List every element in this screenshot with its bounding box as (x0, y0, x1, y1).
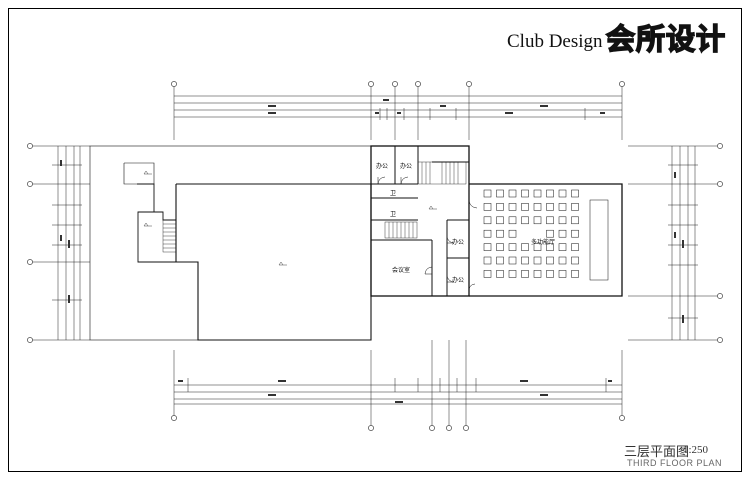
seat (521, 256, 529, 265)
seat (571, 189, 579, 198)
seat (521, 243, 529, 251)
seat (558, 243, 567, 251)
seat (558, 229, 567, 238)
seat (558, 216, 567, 225)
seat (533, 216, 542, 225)
seat (508, 216, 517, 225)
axis-bubbles (27, 81, 723, 431)
seat (558, 189, 567, 198)
seat (533, 203, 542, 211)
seat (546, 270, 554, 278)
seat (533, 256, 542, 265)
seat (558, 270, 567, 278)
doors (377, 176, 478, 291)
seat (546, 256, 554, 265)
seat (546, 229, 554, 238)
seat (496, 270, 504, 278)
title-chinese: 会所设计 (605, 21, 727, 57)
room-label-multifunction-hall: 多功能厅 (531, 238, 555, 246)
plan-scale: 1:250 (683, 444, 709, 456)
plan-title-chinese: 三层平面图 (624, 445, 690, 460)
seat (496, 203, 504, 211)
seat (483, 229, 492, 238)
seat (558, 256, 567, 265)
seat (483, 256, 492, 265)
seat (546, 189, 554, 198)
room-label-office: 办公 (376, 162, 388, 170)
plan-title-english: THIRD FLOOR PLAN (627, 458, 723, 468)
stage (589, 199, 609, 281)
seat (508, 243, 517, 251)
seat (571, 256, 579, 265)
seat (508, 229, 517, 238)
seat (558, 203, 567, 211)
seat (508, 203, 517, 211)
seat (546, 216, 554, 225)
building-outline (89, 145, 623, 341)
room-label-toilet: 卫 (390, 190, 396, 197)
seat (496, 216, 504, 225)
seat (571, 229, 579, 238)
seat (483, 189, 492, 198)
room-label-office: 办公 (400, 162, 412, 170)
bottom-dimensions (173, 340, 623, 428)
seat (571, 270, 579, 278)
seat (496, 229, 504, 238)
seat (521, 216, 529, 225)
seat (508, 189, 517, 198)
seat (483, 243, 492, 251)
sheet-border (8, 8, 742, 472)
seat (571, 216, 579, 225)
seat (546, 243, 554, 251)
seat (521, 189, 529, 198)
title-english: Club Design (507, 31, 603, 52)
room-label-office: 办公 (452, 276, 464, 284)
hall-seating (483, 189, 579, 278)
seat (496, 256, 504, 265)
dimension-marks (60, 99, 684, 403)
room-label-meeting-room: 会议室 (392, 266, 410, 274)
seat (483, 216, 492, 225)
seat (533, 189, 542, 198)
seat (571, 243, 579, 251)
seat (508, 256, 517, 265)
seat (483, 203, 492, 211)
seat (496, 189, 504, 198)
seat (546, 203, 554, 211)
top-dimensions (173, 84, 623, 140)
seat (508, 270, 517, 278)
seat (571, 203, 579, 211)
seat (521, 270, 529, 278)
level-marks (143, 170, 437, 266)
seat (533, 270, 542, 278)
stairs (162, 161, 467, 253)
seat (496, 243, 504, 251)
seat (483, 270, 492, 278)
side-dimensions (30, 145, 720, 341)
seat (521, 203, 529, 211)
room-label-office: 办公 (452, 238, 464, 246)
seat (533, 243, 542, 251)
room-label-toilet: 卫 (390, 211, 396, 218)
